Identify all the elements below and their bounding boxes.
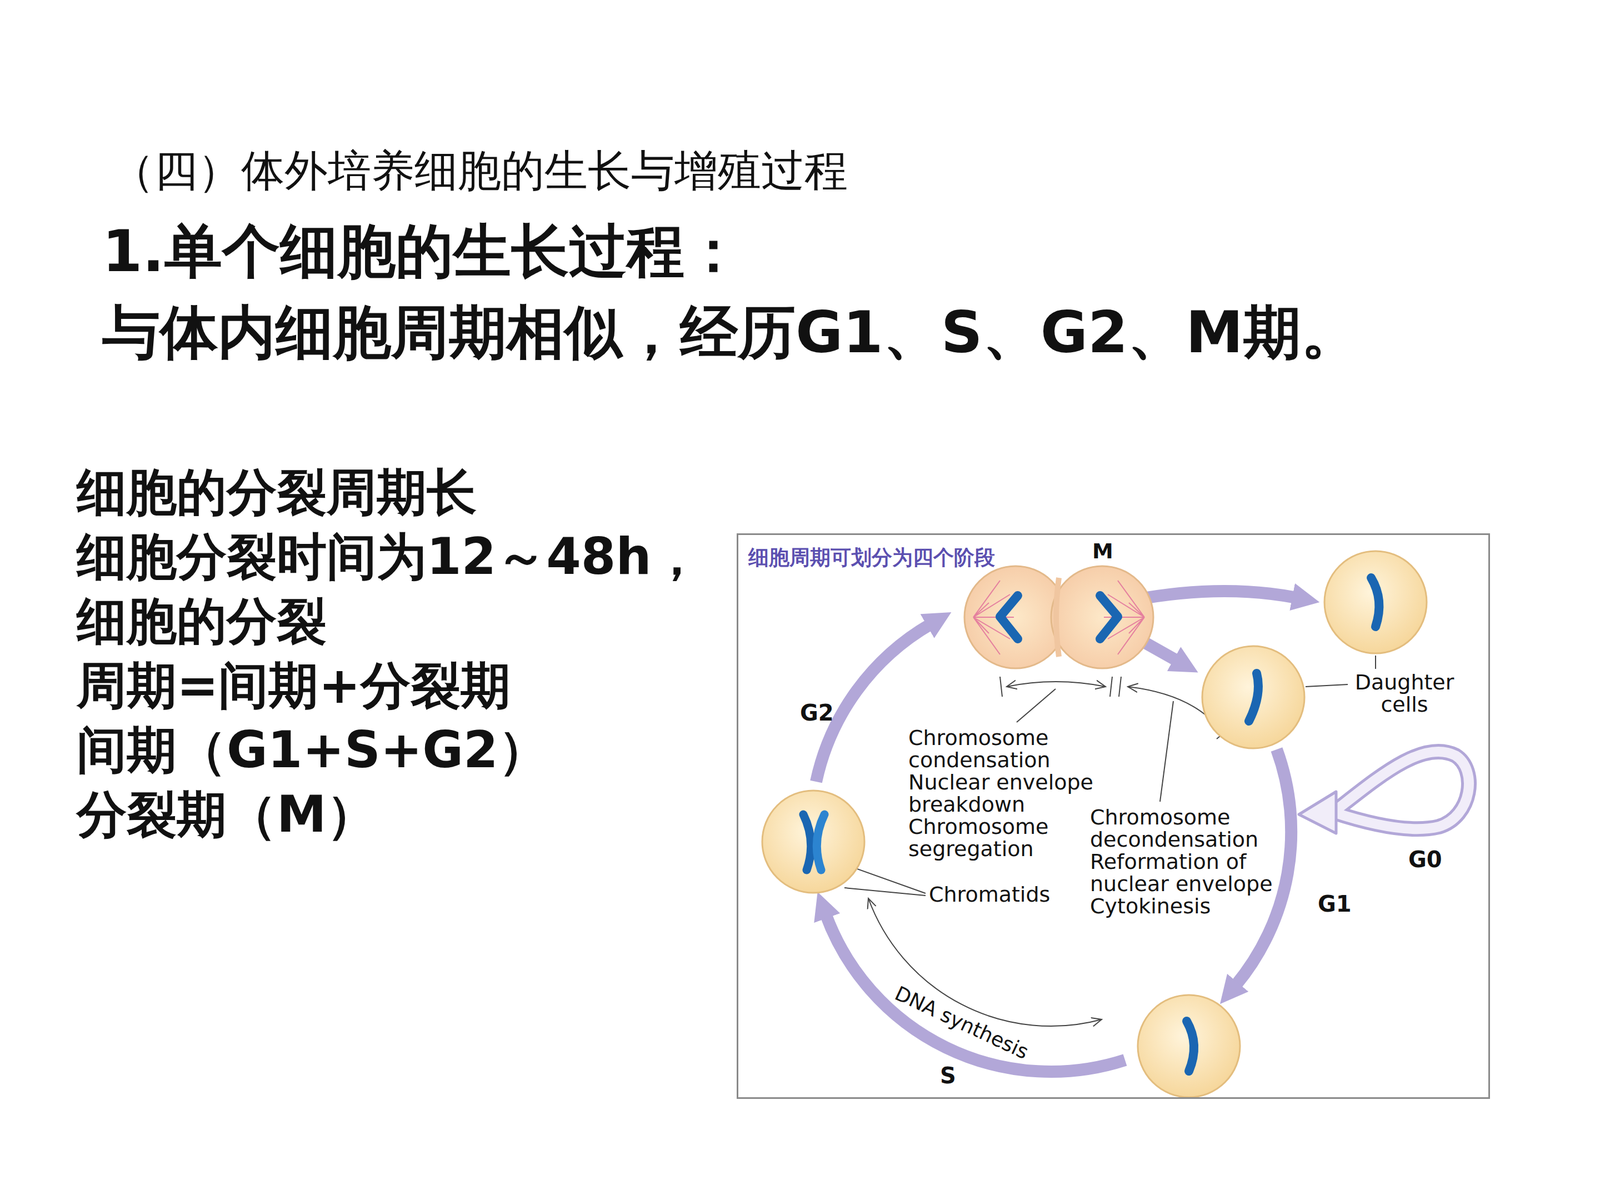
body-text: 分裂期（M） [76, 785, 377, 843]
chromosome [1000, 595, 1018, 639]
body-text: 细胞的分裂周期长 [76, 463, 477, 521]
phase-label: G0 [1408, 847, 1443, 872]
phase-label: G2 [800, 701, 834, 725]
event-list: Chromosome decondensation Reformation of… [1090, 806, 1277, 918]
body-text: 细胞分裂时间为12～48h， [76, 527, 702, 585]
s-arc [825, 913, 1125, 1072]
body-text: 周期=间期+分裂期 [76, 656, 511, 714]
g0-loop [1298, 751, 1469, 834]
section-text: 与体内细胞周期相似，经历G1、S、G2、M期。 [102, 298, 1359, 366]
g1-cell [1137, 995, 1240, 1098]
daughter-cell [1202, 646, 1305, 749]
leader-line [1160, 701, 1174, 802]
phase-label: S [940, 1063, 957, 1088]
leader-line [1016, 688, 1056, 723]
callout-label: Chromatids [928, 883, 1050, 906]
m-to-daughter-arrow [1133, 591, 1297, 600]
daughter-cell [1324, 551, 1427, 654]
chromosome [1100, 595, 1118, 639]
callout-label: Daughter cells [1348, 671, 1460, 716]
g2-cell [762, 790, 865, 893]
phase-label: M [1092, 540, 1114, 563]
mitotic-cell [964, 566, 1154, 669]
body-text: 细胞的分裂 [76, 592, 327, 650]
slide-title: （四）体外培养细胞的生长与增殖过程 [111, 142, 848, 201]
event-list: Chromosome condensation Nuclear envelope… [908, 726, 1095, 860]
section-heading: 1.单个细胞的生长过程： [102, 217, 743, 285]
phase-label: G1 [1317, 892, 1352, 916]
body-text: 间期（G1+S+G2） [76, 721, 549, 779]
panel-heading: 细胞周期可划分为四个阶段 [748, 543, 1489, 572]
